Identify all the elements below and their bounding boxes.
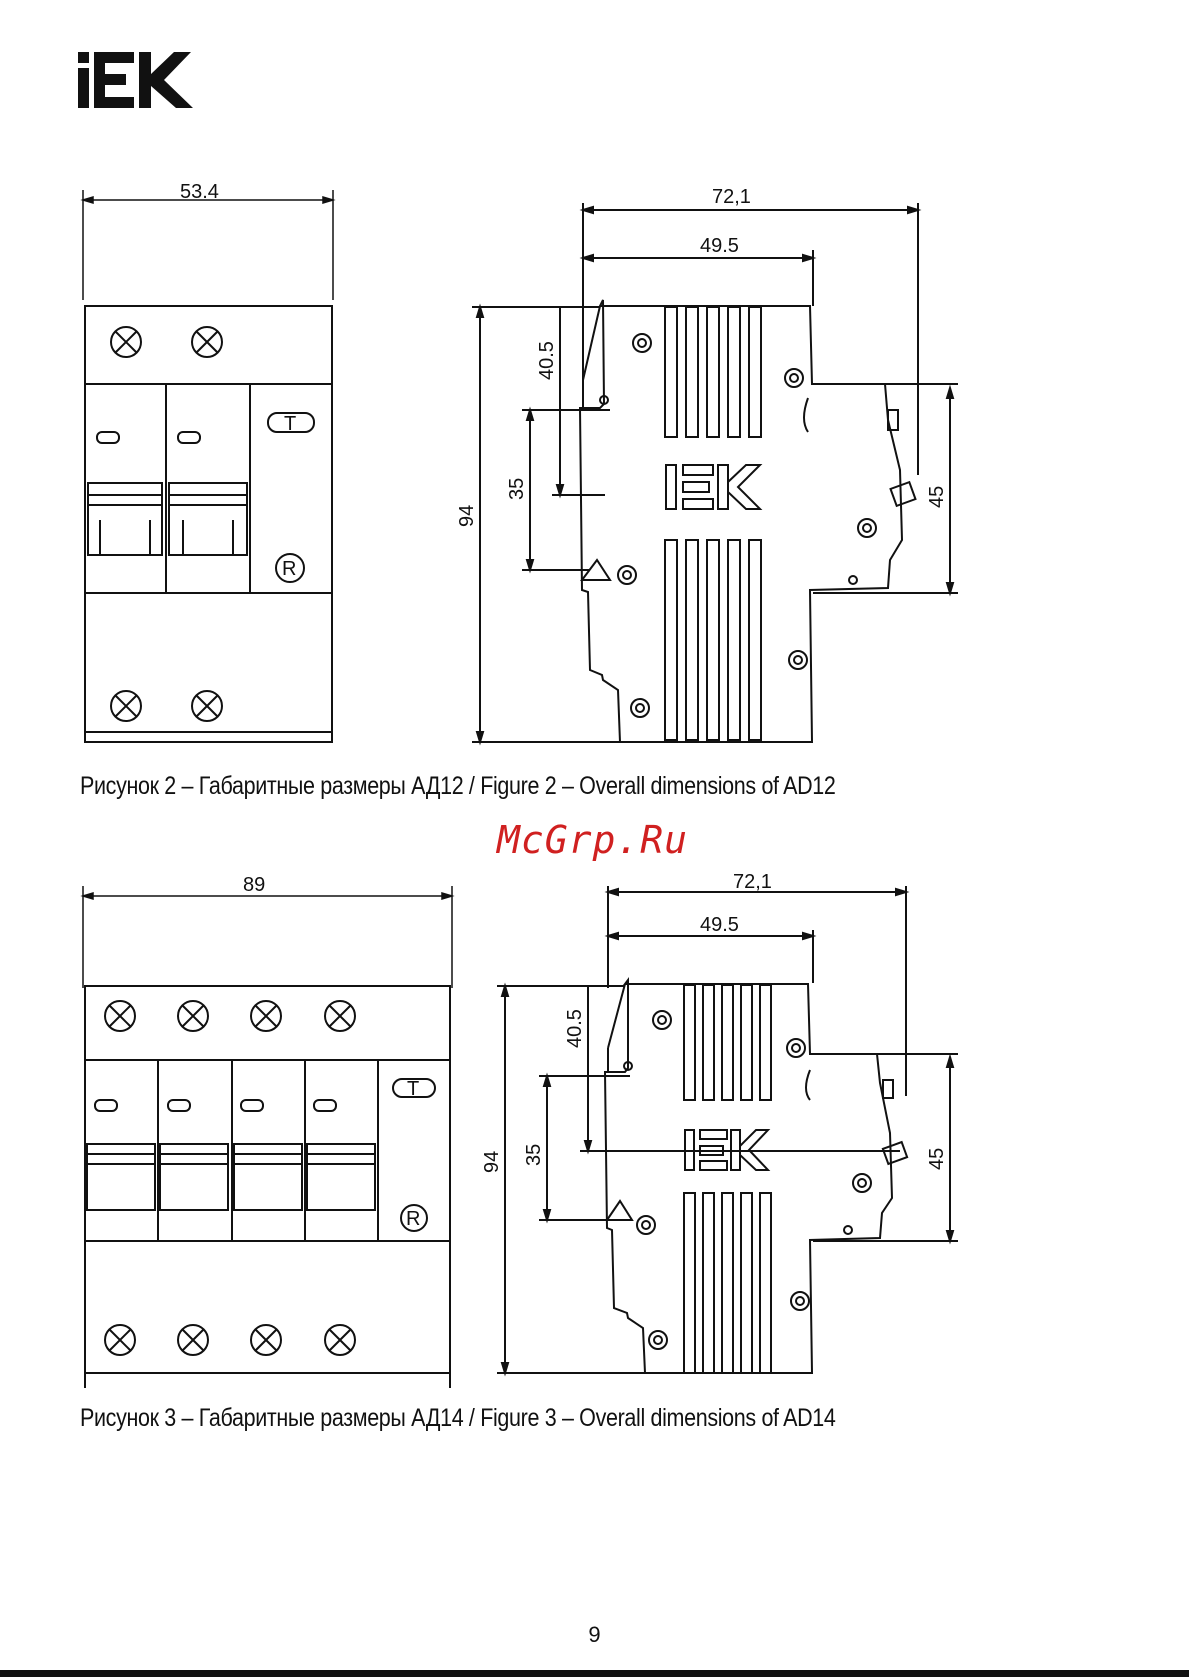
dim-width: 53.4 (83, 181, 333, 300)
svg-text:94: 94 (481, 1151, 503, 1173)
svg-text:94: 94 (456, 505, 478, 527)
svg-text:35: 35 (506, 478, 528, 500)
page-number: 9 (0, 1622, 1189, 1648)
watermark: McGrp.Ru (497, 818, 688, 862)
front-view-ad14: T R (85, 986, 450, 1388)
figure-3: 89 (0, 868, 1189, 1388)
bottom-rule (0, 1670, 1189, 1677)
terminal-screw-icon (105, 1001, 355, 1355)
svg-text:45: 45 (926, 1148, 948, 1170)
svg-text:R: R (282, 558, 296, 580)
svg-text:R: R (406, 1208, 420, 1230)
svg-text:40.5: 40.5 (564, 1009, 586, 1048)
screw-icon (618, 334, 876, 717)
iek-logo-side (666, 465, 760, 509)
svg-text:89: 89 (243, 874, 265, 896)
side-view-ad14: 72,1 49.5 94 40.5 35 (481, 871, 958, 1373)
figure-2-caption: Рисунок 2 – Габаритные размеры АД12 / Fi… (80, 772, 836, 801)
svg-text:T: T (284, 413, 296, 435)
figure-2: 53.4 (0, 0, 1189, 760)
figure-3-caption: Рисунок 3 – Габаритные размеры АД14 / Fi… (80, 1404, 836, 1433)
front-view-ad12: T R (85, 306, 332, 742)
svg-text:45: 45 (926, 486, 948, 508)
svg-text:T: T (407, 1078, 419, 1100)
svg-text:40.5: 40.5 (536, 341, 558, 380)
svg-text:49.5: 49.5 (700, 235, 739, 257)
dim-width: 89 (83, 874, 452, 988)
svg-text:35: 35 (523, 1144, 545, 1166)
svg-text:72,1: 72,1 (733, 871, 772, 893)
screw-icon (637, 1011, 871, 1349)
svg-text:72,1: 72,1 (712, 186, 751, 208)
side-view-ad12: 72,1 49.5 94 40.5 35 (456, 186, 958, 742)
svg-text:53.4: 53.4 (180, 181, 219, 203)
svg-text:49.5: 49.5 (700, 914, 739, 936)
